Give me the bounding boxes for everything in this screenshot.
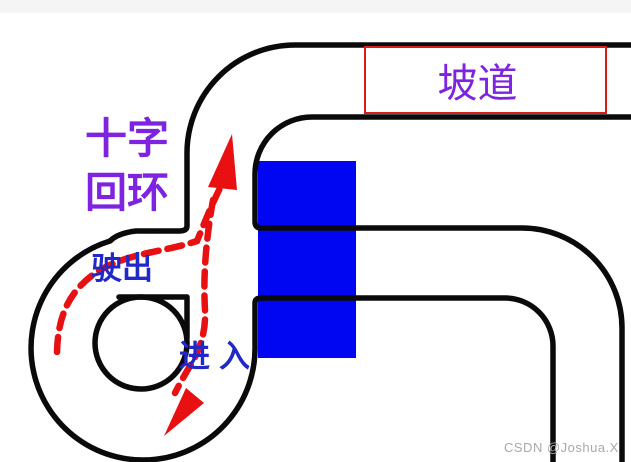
enter-label: 进入 — [179, 339, 259, 374]
watermark: CSDN @Joshua.X — [504, 440, 619, 455]
building-block — [258, 161, 356, 358]
island-corner — [116, 294, 190, 341]
exit-arrow-path — [53, 182, 225, 356]
ramp-box — [364, 46, 607, 114]
enter-arrow-path — [171, 196, 217, 397]
enter-arrowhead-icon — [164, 388, 204, 436]
loop-title: 十字 回环 — [68, 112, 186, 220]
ramp-label: 坡道 — [437, 62, 518, 106]
exit-label: 驶出 — [91, 251, 153, 286]
loop-title-line1: 十字 — [84, 115, 169, 162]
background-strip — [0, 0, 631, 13]
exit-arrowhead-icon — [208, 134, 237, 190]
road-outer-boundary — [28, 42, 631, 462]
island-circle — [92, 294, 190, 392]
road-inner-boundary — [252, 114, 631, 462]
loop-title-line2: 回环 — [84, 169, 169, 216]
